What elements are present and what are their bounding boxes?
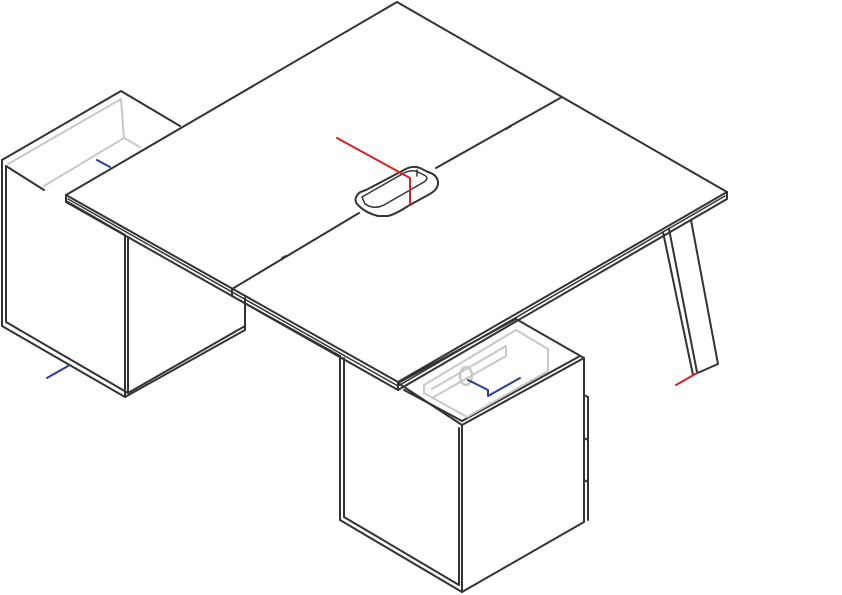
desk-axis-mark [336,137,411,205]
cable-port [354,165,439,217]
left-pedestal-top-rim [1,90,181,161]
left-pedestal-front-face [1,159,126,398]
desk-top [65,1,728,391]
right-pedestal-top-rim [397,318,585,426]
desk-top-surface [65,1,728,383]
right-pedestal-left-face [339,355,463,593]
left-pedestal-side-face [124,297,246,398]
right-pedestal-inner-tray [423,329,549,418]
right-pedestal-right-face [461,357,585,593]
desk-leg [662,219,719,386]
left-pedestal-inner-tray [7,98,125,187]
desk-top-panel-seam [231,212,360,290]
left-drawer-pedestal [1,90,246,398]
left-pedestal-base-axis [46,365,69,379]
right-drawer-pedestal [339,318,589,593]
leg-axis-mark [675,372,698,386]
left-pedestal-axis-mark [96,159,111,168]
drawer-handle-ring [458,365,474,387]
right-pedestal-axis-mark [467,377,521,397]
